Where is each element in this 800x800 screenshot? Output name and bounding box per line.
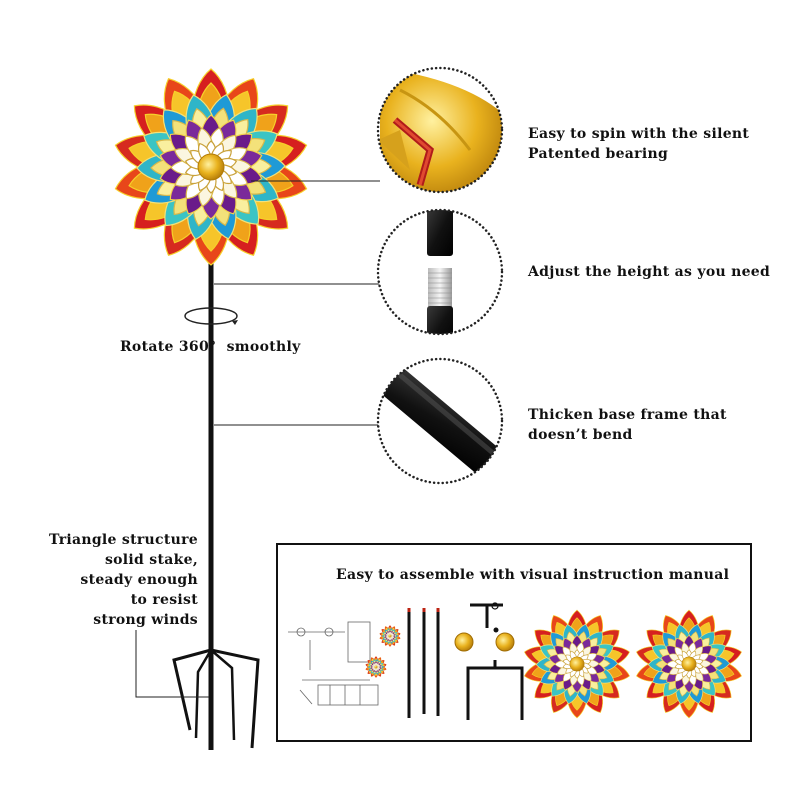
flower-center: [197, 153, 225, 181]
height-callout: Adjust the height as you need: [528, 264, 771, 280]
base-callout: Thicken base frame that doesn’t bend: [528, 405, 727, 445]
instruction-sketch: [288, 621, 379, 706]
stake-callout-line3: steady enough: [80, 572, 198, 588]
flower-center: [569, 656, 585, 672]
bearing-callout-line1: Easy to spin with the silent: [528, 126, 750, 142]
flower-center: [388, 634, 392, 638]
height-detail-circle: [376, 208, 504, 336]
manual-title: Easy to assemble with visual instruction…: [336, 567, 730, 583]
rotate-arrow-icon: [184, 307, 238, 325]
stake-callout-line1: Triangle structure: [49, 532, 198, 548]
flower-center: [374, 665, 378, 669]
stake-callout-line5: strong winds: [93, 612, 198, 628]
stake-callout-line2: solid stake,: [104, 552, 198, 568]
base-callout-line1: Thicken base frame that: [528, 407, 727, 423]
assembly-manual-box: Easy to assemble with visual instruction…: [276, 543, 752, 742]
base-callout-line2: doesn’t bend: [528, 427, 633, 443]
rotate-callout: Rotate 360° smoothly: [120, 339, 301, 355]
bearing-callout-line2: Patented bearing: [528, 146, 669, 162]
stake-callout: Triangle structure solid stake, steady e…: [30, 530, 198, 630]
frame-detail-circle: [376, 357, 504, 485]
leader-lines: [135, 180, 380, 698]
bearing-callout: Easy to spin with the silent Patented be…: [528, 124, 749, 164]
flower-center: [681, 656, 697, 672]
manual-parts: [288, 602, 742, 720]
bearing-detail-circle: [376, 66, 504, 194]
stake-callout-line4: to resist: [130, 592, 198, 608]
main-pinwheel: [114, 68, 308, 266]
